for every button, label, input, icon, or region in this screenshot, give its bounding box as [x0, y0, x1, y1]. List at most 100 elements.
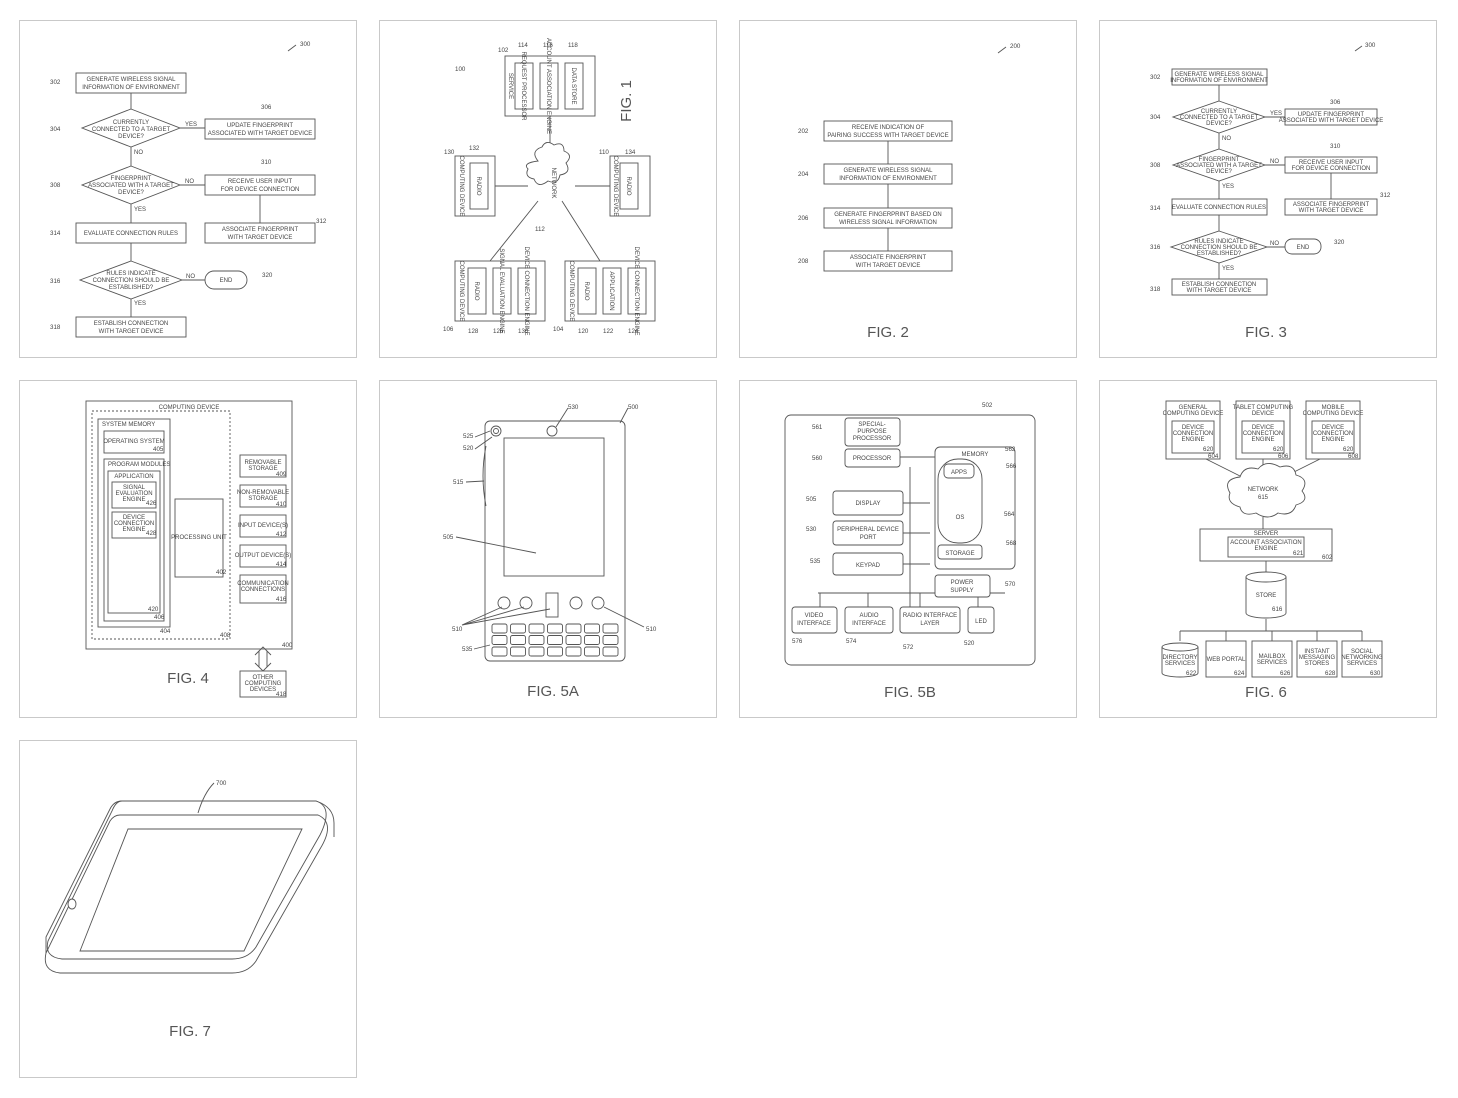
ref-314: 314 [50, 230, 61, 237]
service-mailbox: MAILBOX SERVICES 626 [1251, 640, 1293, 678]
fig3-no-316: NO [1270, 241, 1279, 247]
client2-i2: CONNECTION [1243, 431, 1283, 437]
fig7-tablet: 700 FIG. 7 [44, 780, 335, 1040]
led-label: LED [975, 619, 987, 625]
step-312 [204, 222, 316, 244]
ref-208: 208 [798, 258, 809, 265]
ref-568: 568 [1006, 540, 1017, 547]
fig3-302-t2: INFORMATION OF ENVIRONMENT [1170, 78, 1268, 84]
keypad-key [528, 635, 545, 645]
network-label-6: NETWORK [1248, 487, 1279, 493]
svc5-t1: SOCIAL [1351, 649, 1374, 655]
figure-tile-fig2: 200 202 RECEIVE INDICATION OF PAIRING SU… [739, 20, 1077, 358]
fig2-flowchart: 200 202 RECEIVE INDICATION OF PAIRING SU… [798, 43, 1021, 341]
client1-iref: 620 [1203, 446, 1214, 453]
processing-unit-label: PROCESSING UNIT [171, 535, 227, 541]
network-cloud-6 [1227, 463, 1306, 518]
keypad-key [491, 623, 508, 634]
fig3-step-312 [1284, 198, 1378, 216]
ref-428: 428 [146, 530, 157, 537]
service-account-association-engine [539, 62, 559, 110]
svc3-t2: SERVICES [1257, 660, 1287, 666]
ref-126: 126 [493, 328, 504, 335]
svc4-t3: STORES [1305, 661, 1330, 667]
client1-i2: CONNECTION [1173, 431, 1213, 437]
client2-t1: TABLET COMPUTING [1233, 405, 1294, 411]
fig3-308-t3: DEVICE? [1206, 169, 1232, 175]
keypad-grid [491, 623, 619, 657]
ref-426: 426 [146, 500, 157, 507]
center-trackpad [545, 592, 559, 618]
ref-530b: 530 [806, 526, 817, 533]
step-208 [823, 250, 953, 272]
keypad-key [528, 646, 545, 657]
svc1-ref: 622 [1186, 670, 1197, 677]
right-2-t2: STORAGE [248, 496, 277, 502]
fig3-318-t1: ESTABLISH CONNECTION [1182, 282, 1257, 288]
step-306-text2: ASSOCIATED WITH TARGET DEVICE [208, 131, 313, 137]
keypad-key [565, 646, 582, 657]
device-connection-engine-box [111, 511, 157, 539]
ref-560: 560 [812, 455, 823, 462]
svc1-t1: DIRECTORY [1162, 655, 1197, 661]
step-310-text2: FOR DEVICE CONNECTION [221, 187, 300, 193]
ref-310: 310 [261, 159, 272, 166]
step-312-text2: WITH TARGET DEVICE [228, 235, 293, 241]
br-device-connection-engine [627, 267, 647, 315]
fig5a-caption: FIG. 5A [527, 683, 579, 700]
ref-505: 505 [443, 534, 454, 541]
decision-304-t3: DEVICE? [118, 134, 144, 140]
os-label: OPERATING SYSTEM [103, 439, 164, 445]
right-4-t1: OUTPUT DEVICE(S) [235, 553, 292, 559]
yes-304: YES [185, 122, 197, 128]
nav-button-1 [497, 596, 511, 610]
input-devices [239, 514, 287, 538]
spp-2: PURPOSE [857, 429, 886, 435]
side-button [482, 445, 487, 507]
acc-2: ENGINE [1254, 546, 1277, 552]
br-application [602, 267, 622, 315]
keypad-key [565, 635, 582, 645]
os-label-5b: OS [956, 515, 965, 521]
ref-400: 400 [282, 642, 293, 649]
fig3-yes-304: YES [1270, 111, 1282, 117]
ref-416: 416 [276, 596, 287, 603]
keypad-key [547, 635, 563, 645]
client2-t2: DEVICE [1252, 411, 1274, 417]
program-modules-label: PROGRAM MODULES [108, 462, 170, 468]
ref-132: 132 [469, 145, 480, 152]
figure-tile-flowchart-300: 300 302 GENERATE WIRELESS SIGNAL INFORMA… [19, 20, 357, 358]
ref-700: 700 [216, 780, 227, 787]
fig3-304-t2: CONNECTED TO A TARGET [1180, 115, 1259, 121]
figure-tile-fig4: COMPUTING DEVICE SYSTEM MEMORY OPERATING… [19, 380, 357, 718]
fig4-caption: FIG. 4 [167, 670, 209, 687]
client2-i3: ENGINE [1251, 437, 1274, 443]
step-310-text1: RECEIVE USER INPUT [228, 179, 293, 185]
keypad-key [602, 646, 619, 657]
fig3-no-304: NO [1222, 136, 1231, 142]
removable-storage [239, 454, 287, 478]
svc3-ref: 626 [1280, 670, 1291, 677]
ref-300: 300 [300, 41, 311, 48]
fig3-flowchart: 300 302 GENERATE WIRELESS SIGNAL INFORMA… [1150, 42, 1391, 341]
step-206-t1: GENERATE FINGERPRINT BASED ON [834, 212, 941, 218]
bl-item-1: RADIO [473, 281, 479, 300]
keypad-key [584, 635, 600, 645]
client3-t2: COMPUTING DEVICE [1303, 411, 1364, 417]
svc5-t3: SERVICES [1347, 661, 1377, 667]
led [967, 606, 995, 634]
br-item-3: DEVICE CONNECTION ENGINE [633, 246, 639, 335]
fig3-step-318 [1171, 278, 1268, 296]
spp-3: PROCESSOR [853, 436, 892, 442]
service-label: SERVICE [507, 73, 513, 99]
yes-316: YES [134, 301, 146, 307]
ref-535b: 535 [810, 558, 821, 565]
right-3-t1: INPUT DEVICE(S) [238, 523, 288, 529]
bl-item-2: SIGNAL EVALUATION ENGINE [498, 248, 504, 333]
service-instant-messaging: INSTANT MESSAGING STORES 628 [1296, 640, 1338, 678]
fig3-318-t2: WITH TARGET DEVICE [1187, 288, 1252, 294]
radio-1: RADIO INTERFACE [903, 613, 957, 619]
client1-i1: DEVICE [1182, 425, 1204, 431]
aud-2: INTERFACE [852, 621, 886, 627]
figure-tile-fig5a: 525 520 530 500 515 505 510 510 535 FIG.… [379, 380, 717, 718]
